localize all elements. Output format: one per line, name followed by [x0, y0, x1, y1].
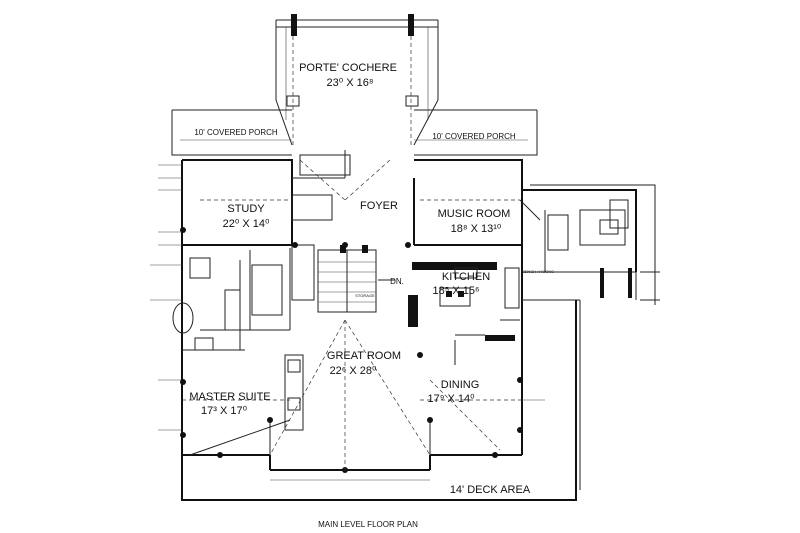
columns [180, 227, 523, 473]
foyer-label: FOYER [360, 200, 398, 212]
deck-label: 14' DECK AREA [450, 484, 531, 496]
study-size: 22⁰ X 14⁰ [223, 218, 270, 230]
kitchen-label: KITCHEN [442, 271, 490, 283]
kitchen-size: 18⁵ X 15⁶ [432, 285, 479, 297]
right-wing: BENCH / HOOKS [519, 184, 660, 490]
storage-label: STORAGE [355, 293, 375, 298]
interior-walls [172, 150, 522, 456]
deck-outline [181, 300, 577, 501]
exterior-walls [181, 159, 523, 471]
stair: STORAGE DN. [317, 245, 404, 313]
master-suite-label: MASTER SUITE [189, 391, 270, 403]
ceiling-beams [182, 159, 522, 470]
stair-dn-label: DN. [390, 277, 404, 286]
great-room-label: GREAT ROOM [327, 350, 401, 362]
music-room-label: MUSIC ROOM [438, 208, 511, 220]
porte-cochere-label: PORTE' COCHERE [299, 62, 397, 74]
room-labels: PORTE' COCHERE 23⁰ X 16⁸ 10' COVERED POR… [189, 62, 530, 496]
music-room-size: 18⁸ X 13¹⁰ [451, 223, 502, 235]
dining-size: 17⁹ X 14⁰ [427, 393, 475, 405]
porte-cochere-structure [275, 14, 439, 146]
master-bath-fixtures [194, 337, 304, 431]
study-label: STUDY [227, 203, 265, 215]
porte-cochere-size: 23⁰ X 16⁸ [327, 77, 374, 89]
master-suite-size: 17³ X 17⁰ [201, 405, 248, 417]
bench-hooks-label: BENCH / HOOKS [522, 269, 554, 274]
great-room-size: 22⁶ X 28⁰ [330, 365, 377, 377]
covered-porch-right-label: 10' COVERED PORCH [432, 132, 516, 141]
covered-porch-area [171, 109, 538, 156]
dining-label: DINING [441, 379, 480, 391]
plan-caption: MAIN LEVEL FLOOR PLAN [318, 520, 418, 529]
covered-porch-left-label: 10' COVERED PORCH [194, 128, 278, 137]
kitchen-casework [408, 262, 520, 365]
